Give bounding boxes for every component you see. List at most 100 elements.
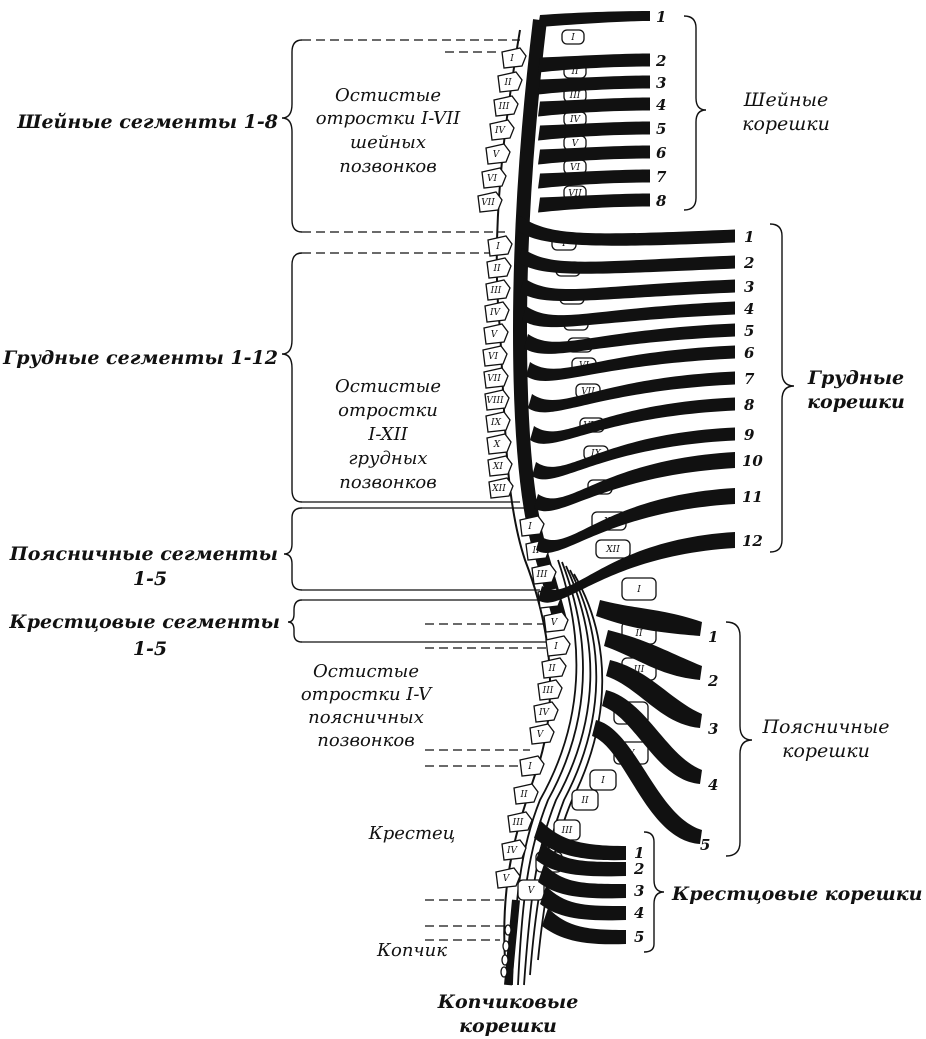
label-line: отростки I-VII [316, 108, 461, 129]
label-line: корешки [807, 391, 905, 413]
cervical-root-4 [538, 98, 650, 117]
label-sacral-segments: Крестцовые сегменты [8, 611, 280, 633]
thoracic-process-II-numeral: II [492, 264, 501, 274]
bracket-thoracic-segments [282, 253, 302, 502]
label-line: Поясничные [761, 716, 889, 738]
cervical-process-III-numeral: III [498, 102, 510, 112]
sacral-root-number-4: 4 [634, 904, 644, 922]
thoracic-process-VI-numeral: VI [488, 352, 498, 362]
cervical-process-VI-numeral: VI [487, 174, 497, 184]
label-sacral-segments-range: 1-5 [133, 638, 167, 660]
bracket-thoracic-roots [770, 224, 794, 552]
cervical-root-number-5: 5 [656, 120, 666, 138]
lumbar-body-II-numeral: II [634, 629, 643, 639]
label-thoracic-segments: Грудные сегменты 1-12 [2, 347, 278, 369]
label-line: грудных [348, 448, 427, 469]
label-line: поясничных [308, 707, 424, 728]
thoracic-process-VIII-numeral: VIII [486, 396, 504, 406]
label-thoracic-roots: Грудные корешки [807, 367, 905, 413]
label-line: корешки [459, 1015, 557, 1037]
bracket-sacral-roots [644, 832, 664, 952]
label-line: Остистые [335, 85, 441, 106]
cervical-root-number-3: 3 [656, 74, 666, 92]
cervical-body-III-numeral: III [569, 91, 581, 101]
thoracic-root-number-1: 1 [744, 228, 754, 246]
label-line: позвонков [317, 730, 414, 751]
nerve-roots [516, 11, 735, 944]
label-line: корешки [742, 113, 830, 135]
coccyx-segment [501, 967, 507, 977]
cervical-root-number-6: 6 [656, 144, 667, 162]
coccyx-segment [503, 941, 509, 951]
bracket-sacral-segments [288, 600, 302, 642]
cervical-root-number-7: 7 [656, 168, 667, 186]
bracket-lumbar-roots [726, 622, 752, 856]
label-line: шейных [350, 132, 426, 153]
coccygeal-root [508, 900, 516, 985]
sacrum-segment-III-numeral: III [512, 818, 524, 828]
cervical-root-7 [538, 170, 650, 189]
sacrum-segment-IV-numeral: IV [506, 846, 519, 856]
thoracic-root-number-5: 5 [744, 322, 754, 340]
sacrum-segment-II-numeral: II [519, 790, 528, 800]
label-cervical-segments: Шейные сегменты 1-8 [16, 111, 278, 133]
label-lumbar-segments-range: 1-5 [133, 568, 167, 590]
cervical-root-3 [538, 76, 650, 95]
cervical-process-I [502, 48, 526, 68]
lumbar-process-III-numeral: III [536, 570, 548, 580]
thoracic-process-III-numeral: III [490, 286, 502, 296]
label-cervical-processes: Остистые отростки I-VII шейных позвонков [316, 85, 461, 177]
sacral-process-I [546, 636, 570, 656]
sacral-body-II-numeral: II [580, 796, 589, 806]
sacral-root-number-2: 2 [633, 860, 644, 878]
cervical-root-2 [538, 54, 650, 73]
sacral-root-number-3: 3 [634, 882, 644, 900]
label-line: отростки I-V [301, 684, 433, 705]
bracket-cervical-roots [684, 16, 706, 210]
thoracic-root-2 [518, 248, 735, 274]
lumbar-body-I-numeral: I [636, 585, 641, 595]
thoracic-root-number-2: 2 [743, 254, 754, 272]
sacral-process-I-numeral: I [553, 642, 558, 652]
cervical-process-I-numeral: I [509, 54, 514, 64]
bracket-lumbar-segments [284, 508, 302, 590]
thoracic-root-number-9: 9 [744, 426, 755, 444]
cervical-process-VII-numeral: VII [481, 198, 495, 208]
thoracic-root-number-10: 10 [742, 452, 763, 470]
thoracic-root-number-4: 4 [744, 300, 754, 318]
cervical-root-8 [538, 194, 650, 213]
thoracic-root-number-8: 8 [744, 396, 755, 414]
thoracic-root-number-11: 11 [742, 488, 763, 506]
sacral-root-number-5: 5 [634, 928, 644, 946]
sacral-process-II-numeral: II [547, 664, 556, 674]
label-line: Остистые [313, 661, 419, 682]
label-coccyx: Копчик [376, 940, 447, 961]
thoracic-root-number-12: 12 [742, 532, 763, 550]
lumbar-process-I [520, 516, 544, 536]
label-sacral-roots: Крестцовые корешки [671, 883, 922, 905]
label-lumbar-roots: Поясничные корешки [761, 716, 889, 762]
lumbar-root-number-1: 1 [708, 628, 718, 646]
sacral-body-III-numeral: III [561, 826, 573, 836]
cervical-root-number-4: 4 [656, 96, 666, 114]
label-line: отростки [338, 400, 438, 421]
cervical-body-VI-numeral: VI [570, 163, 580, 173]
cervical-root-1 [538, 11, 650, 27]
label-line: позвонков [339, 472, 436, 493]
thoracic-process-XII-numeral: XII [491, 484, 506, 494]
thoracic-root-3 [520, 278, 735, 301]
sacral-body-I-numeral: I [600, 776, 605, 786]
sacral-process-III-numeral: III [542, 686, 554, 696]
cervical-body-IV-numeral: IV [569, 115, 582, 125]
label-line: Шейные [743, 89, 828, 111]
thoracic-process-VII-numeral: VII [487, 374, 501, 384]
bracket-cervical-segments [282, 40, 302, 232]
cervical-root-number-1: 1 [656, 8, 666, 26]
sacral-process-IV-numeral: IV [538, 708, 551, 718]
label-line: Копчиковые [437, 991, 579, 1013]
thoracic-process-IX-numeral: IX [490, 418, 502, 428]
thoracic-process-I-numeral: I [495, 242, 500, 252]
label-line: позвонков [339, 156, 436, 177]
thoracic-root-1 [516, 216, 735, 246]
